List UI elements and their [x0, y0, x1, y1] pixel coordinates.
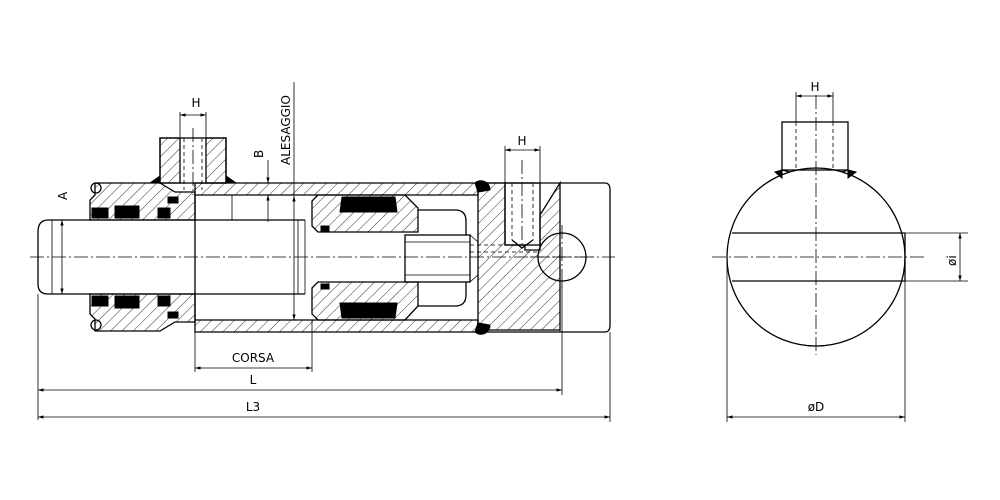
- dim-h-side: H: [795, 80, 834, 122]
- dim-h-rear: H: [504, 134, 541, 183]
- rod-seal-bottom-3: [157, 295, 171, 307]
- rod-seal-bottom-1: [91, 295, 109, 307]
- label-bore: ALESAGGIO: [279, 95, 293, 165]
- dim-l3: L3: [38, 332, 611, 422]
- label-diameter-i: øi: [945, 255, 959, 266]
- dim-stroke: CORSA: [194, 320, 313, 372]
- weld-bottom: [474, 322, 491, 335]
- piston: [311, 194, 419, 321]
- dim-diameter-d: øD: [726, 262, 906, 422]
- rod-seal-bottom-2: [114, 295, 140, 309]
- label-l: L: [250, 373, 257, 387]
- rod-seal-top-1: [91, 207, 109, 219]
- rear-cap-body: [477, 180, 561, 331]
- dim-diameter-i: øi: [905, 232, 968, 282]
- piston-seal-bottom: [339, 302, 398, 319]
- rod-seal-top-2: [114, 205, 140, 219]
- dim-h-front: H: [179, 96, 207, 138]
- section-view: H H ALESAGGIO B A CORSA: [30, 82, 615, 422]
- dim-b: B: [252, 150, 270, 222]
- label-diameter-d: øD: [808, 400, 825, 414]
- retaining-ring-top: [90, 182, 102, 194]
- label-h-rear: H: [517, 134, 526, 148]
- piston-seal-top: [339, 196, 398, 213]
- barrel-lower-wall: [194, 319, 479, 333]
- label-stroke: CORSA: [232, 351, 275, 365]
- front-head: [89, 182, 196, 332]
- front-port-boss: [148, 128, 238, 195]
- dim-bore: ALESAGGIO: [279, 82, 296, 320]
- weld-top: [474, 180, 491, 193]
- retaining-ring-bottom: [90, 319, 102, 331]
- label-l3: L3: [246, 400, 260, 414]
- barrel-upper-wall: [194, 182, 479, 196]
- rear-port: [504, 160, 541, 249]
- label-h-side: H: [810, 80, 819, 94]
- label-h-front: H: [191, 96, 200, 110]
- dim-a: A: [48, 191, 70, 295]
- label-b: B: [252, 150, 266, 158]
- dim-l: L: [37, 283, 563, 420]
- end-view: H øi øD: [712, 80, 968, 422]
- piston-rod: [37, 219, 306, 295]
- end-view-port: [773, 121, 858, 180]
- rod-seal-top-3: [157, 207, 171, 219]
- label-a: A: [56, 191, 70, 200]
